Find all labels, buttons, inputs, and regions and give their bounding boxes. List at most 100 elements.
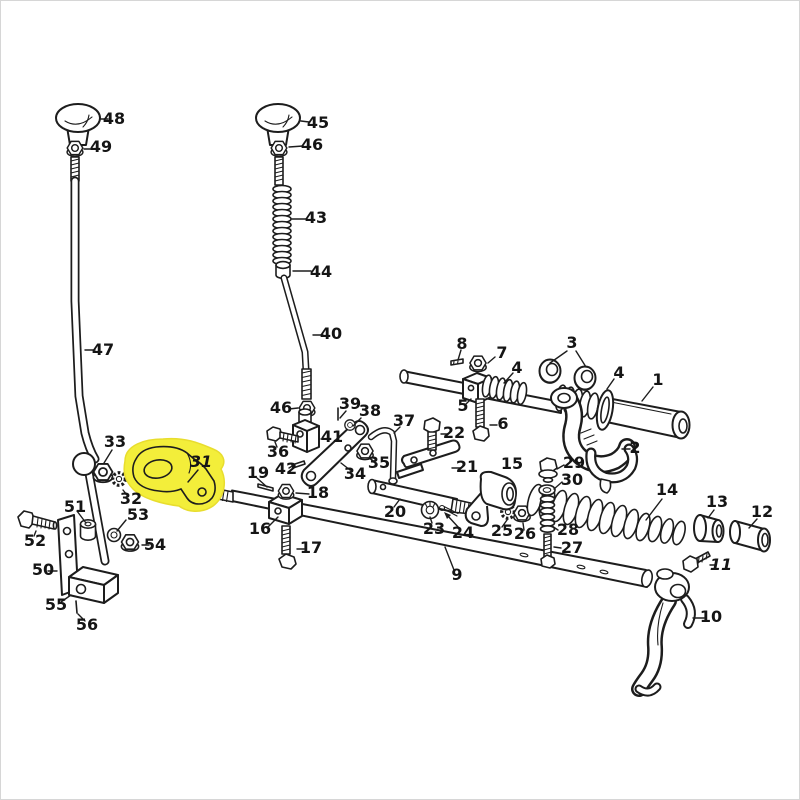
part-27-bolt — [540, 533, 556, 569]
part-29-flanged-bolt — [538, 457, 558, 483]
callout-13: 13 — [706, 492, 728, 511]
part-34-link — [300, 420, 369, 487]
callout-20: 20 — [384, 502, 406, 521]
part-47-lever — [70, 176, 110, 566]
part-31-highlighted-lever[interactable] — [123, 437, 226, 512]
callout-28: 28 — [557, 520, 579, 539]
callout-21: 21 — [456, 457, 478, 476]
part-22-bolt — [423, 417, 441, 451]
callout-19: 19 — [247, 463, 269, 482]
part-37-bent-rod — [367, 427, 398, 485]
callout-15: 15 — [501, 454, 523, 473]
part-32-star-washer — [111, 471, 127, 487]
part-28-spring — [539, 494, 556, 533]
part-23-castle-nut — [420, 500, 440, 520]
callout-46a: 46 — [301, 135, 323, 154]
callout-29: 29 — [563, 453, 585, 472]
callout-56: 56 — [76, 615, 98, 634]
part-7-nut — [469, 355, 487, 373]
callout-17: 17 — [300, 538, 322, 557]
callout-4a: 4 — [511, 358, 522, 377]
part-1-shaft — [601, 396, 691, 440]
part-10-fork — [631, 568, 696, 697]
part-6-bolt — [472, 398, 490, 442]
callout-37: 37 — [393, 411, 415, 430]
part-51-spacer — [79, 518, 97, 541]
callout-14: 14 — [656, 480, 678, 499]
part-4-spring-left — [481, 374, 528, 406]
callout-31[interactable]: 31 — [190, 452, 212, 471]
callout-24: 24 — [452, 523, 474, 542]
callout-33: 33 — [104, 432, 126, 451]
callout-7: 7 — [496, 343, 507, 362]
callout-26: 26 — [514, 524, 536, 543]
callout-16: 16 — [249, 519, 271, 538]
callout-18: 18 — [307, 483, 329, 502]
callout-25: 25 — [491, 521, 513, 540]
part-41-swivel-block — [292, 408, 320, 453]
callout-23: 23 — [423, 519, 445, 538]
part-54-nut — [120, 533, 140, 552]
part-21-clevis — [396, 439, 461, 479]
callout-30: 30 — [561, 470, 583, 489]
part-53-washer — [106, 527, 122, 543]
part-11-bolt — [682, 551, 711, 573]
callout-10: 10 — [700, 607, 722, 626]
part-30-washer — [538, 484, 556, 496]
callout-12: 12 — [751, 502, 773, 521]
callout-41: 41 — [321, 427, 343, 446]
callout-32: 32 — [120, 489, 142, 508]
callout-47: 47 — [92, 340, 114, 359]
callout-labels: 48 49 47 45 46 43 44 40 33 31 32 53 54 5… — [24, 109, 773, 634]
callout-22: 22 — [443, 423, 465, 442]
part-8-pin — [450, 358, 464, 366]
part-49-nut — [66, 140, 84, 158]
callout-5: 5 — [457, 396, 468, 415]
callout-9: 9 — [451, 565, 462, 584]
callout-44: 44 — [310, 262, 332, 281]
callout-36: 36 — [267, 442, 289, 461]
callout-45: 45 — [307, 113, 329, 132]
part-46-nut-upper — [270, 140, 288, 158]
callout-48: 48 — [103, 109, 125, 128]
part-52-bolt — [17, 510, 58, 530]
part-12-bushing — [729, 520, 771, 553]
part-3-bushings — [538, 358, 597, 391]
part-33-nut — [92, 463, 114, 484]
part-36-bolt — [266, 426, 299, 444]
callout-4b: 4 — [613, 363, 624, 382]
callout-39: 39 — [339, 394, 361, 413]
callout-2: 2 — [629, 438, 640, 457]
callout-6: 6 — [497, 414, 508, 433]
part-40-rod — [280, 274, 310, 374]
part-43-spring — [272, 184, 292, 266]
part-18-nut — [277, 483, 295, 500]
callout-42: 42 — [275, 459, 297, 478]
part-15-clamp-bracket — [464, 470, 517, 527]
part-16-trunnion-block — [268, 493, 303, 525]
callout-35: 35 — [368, 453, 390, 472]
part-42-pin — [291, 460, 306, 469]
part-13-flanged-bushing — [693, 514, 725, 543]
callout-3: 3 — [566, 333, 577, 352]
callout-54: 54 — [144, 535, 166, 554]
callout-46b: 46 — [270, 398, 292, 417]
callout-8: 8 — [456, 334, 467, 353]
callout-1: 1 — [652, 370, 663, 389]
part-45-knob — [255, 103, 301, 146]
callout-49: 49 — [90, 137, 112, 156]
callout-52: 52 — [24, 531, 46, 550]
part-24-split-pin — [438, 504, 459, 517]
callout-11: 11 — [710, 555, 732, 574]
callout-40: 40 — [320, 324, 342, 343]
part-55-anchor-block — [68, 566, 119, 604]
callout-38: 38 — [359, 401, 381, 420]
callout-43: 43 — [305, 208, 327, 227]
part-19-pin — [257, 483, 274, 492]
part-2-yoke — [550, 387, 639, 494]
callout-27: 27 — [561, 538, 583, 557]
part-43-spring-stud — [274, 156, 284, 186]
part-40-rod-threads — [301, 368, 312, 400]
